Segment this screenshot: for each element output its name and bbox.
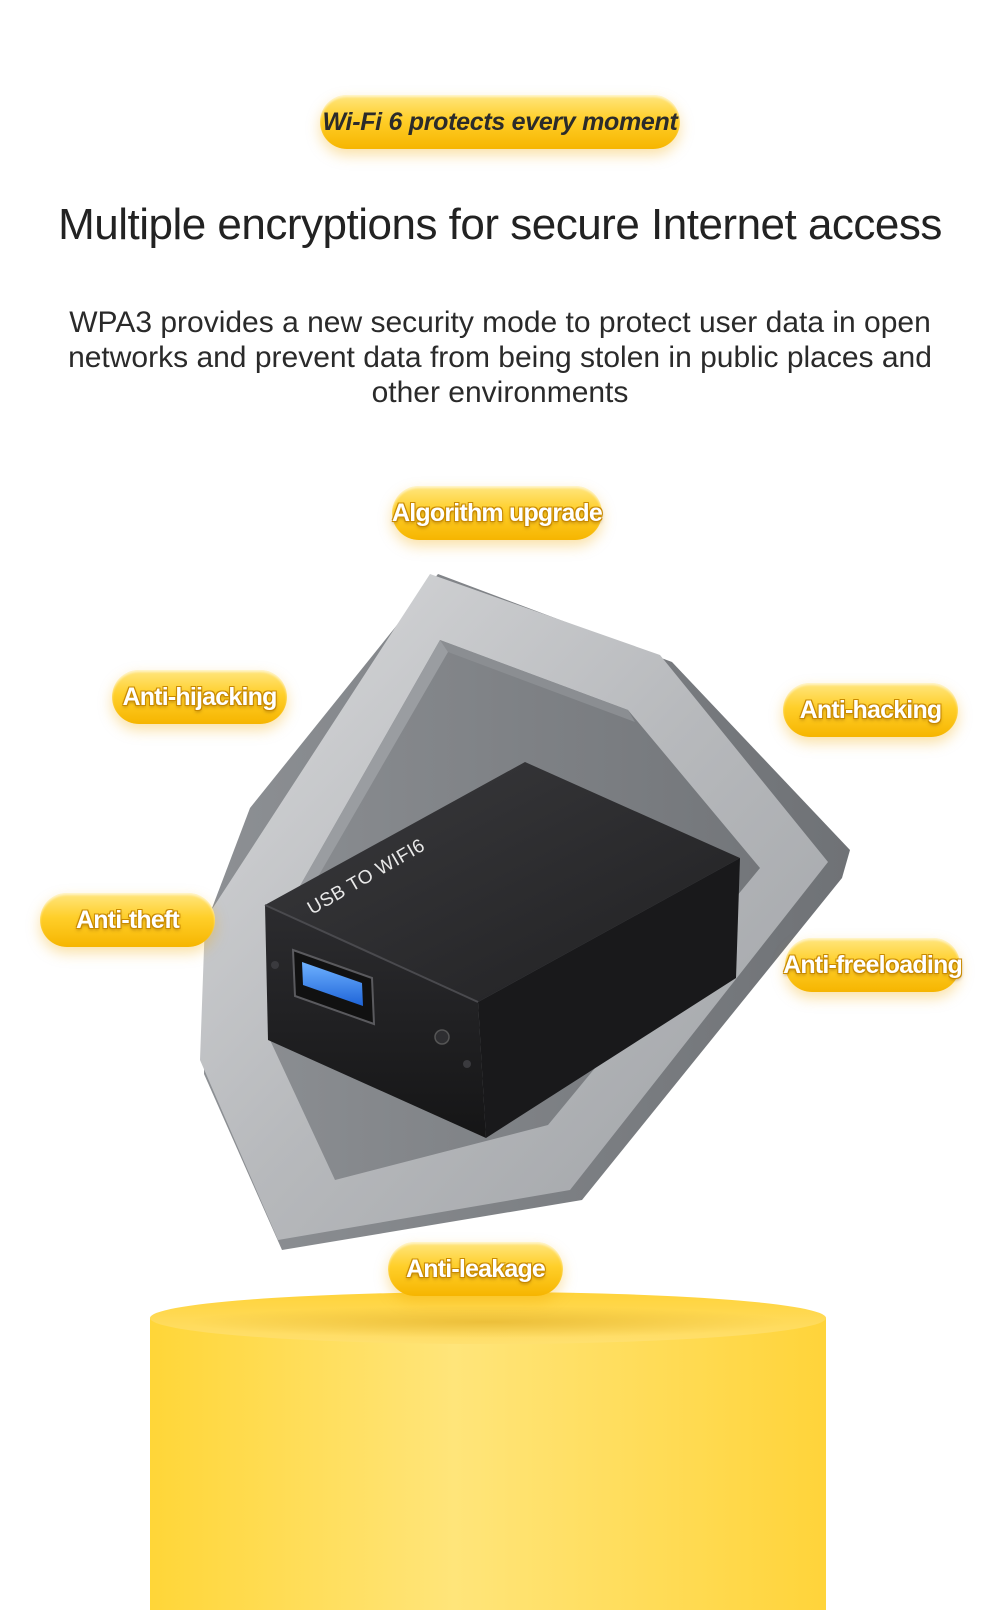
- feature-badge-anti-theft: Anti-theft: [40, 893, 215, 947]
- wifi-adapter-device: USB TO WIFI6: [264, 762, 740, 1138]
- page-title: Multiple encryptions for secure Internet…: [58, 200, 942, 249]
- pedestal: [150, 1292, 826, 1610]
- feature-badge-anti-leakage: Anti-leakage: [388, 1242, 563, 1296]
- feature-label: Anti-hacking: [799, 695, 943, 724]
- page-description: WPA3 provides a new security mode to pro…: [68, 306, 932, 409]
- screw-icon: [271, 961, 279, 969]
- feature-label: Anti-leakage: [405, 1254, 546, 1283]
- screw-icon: [463, 1060, 471, 1068]
- feature-label: Anti-hijacking: [122, 682, 277, 711]
- led-indicator-icon: [434, 1029, 450, 1045]
- feature-label: Anti-freeloading: [783, 950, 963, 979]
- usb-port-icon: [291, 948, 376, 1026]
- feature-badge-anti-freeloading: Anti-freeloading: [783, 938, 963, 992]
- feature-label: Algorithm upgrade: [392, 498, 603, 527]
- feature-label: Anti-theft: [75, 905, 180, 934]
- tagline-badge: Wi-Fi 6 protects every moment: [320, 95, 680, 149]
- feature-badge-anti-hacking: Anti-hacking: [783, 683, 958, 737]
- feature-badge-anti-hijacking: Anti-hijacking: [112, 670, 287, 724]
- feature-badge-algorithm-upgrade: Algorithm upgrade: [392, 486, 603, 540]
- tagline-text: Wi-Fi 6 protects every moment: [322, 107, 678, 136]
